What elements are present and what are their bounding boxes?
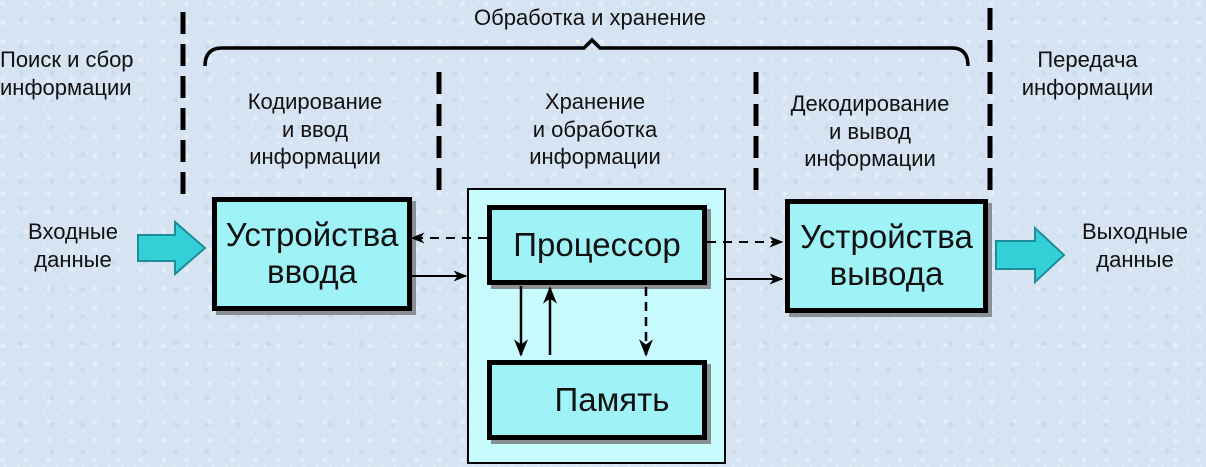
processor-label: Процессор <box>513 225 681 263</box>
input-devices-line-1: Устройства <box>225 216 399 254</box>
memory-block: Память <box>487 360 707 440</box>
output-data-line-2: данные <box>1096 246 1174 272</box>
stage-transfer-line-2: информации <box>1021 74 1154 100</box>
stage-store-line-3: информации <box>529 144 661 169</box>
processing-storage-label: Обработка и хранение <box>474 5 706 30</box>
stage-transfer-label: Передача информации <box>1000 46 1175 101</box>
input-data-label: Входные данные <box>8 218 138 273</box>
stage-decode-line-1: Декодирование <box>790 91 950 116</box>
stage-decode-line-3: информации <box>804 146 936 171</box>
stage-encode-label: Кодирование и ввод информации <box>215 88 415 171</box>
input-devices-block: Устройства ввода <box>212 197 412 311</box>
processing-storage-brace <box>203 37 970 67</box>
output-devices-line-1: Устройства <box>800 218 973 256</box>
stage-encode-line-2: и ввод <box>281 116 349 142</box>
output-data-label: Выходные данные <box>1065 218 1205 273</box>
memory-label: Память <box>554 380 670 418</box>
stage-search-line-1: Поиск и сбор <box>0 47 134 72</box>
stage-search-line-2: информации <box>0 74 132 100</box>
input-data-line-1: Входные <box>28 219 118 244</box>
output-devices-block: Устройства вывода <box>785 199 988 313</box>
stage-search-label: Поиск и сбор информации <box>0 46 175 101</box>
stage-encode-line-1: Кодирование <box>247 89 383 114</box>
stage-store-label: Хранение и обработка информации <box>495 88 695 171</box>
output-data-line-1: Выходные <box>1081 219 1189 244</box>
output-devices-line-2: вывода <box>829 255 944 292</box>
input-data-arrow <box>137 219 207 277</box>
stage-decode-label: Декодирование и вывод информации <box>765 90 975 173</box>
input-devices-line-2: ввода <box>267 253 357 290</box>
stage-decode-line-2: и вывод <box>829 118 911 144</box>
stage-transfer-line-1: Передача <box>1037 47 1138 72</box>
stage-encode-line-3: информации <box>249 144 381 169</box>
stage-store-line-1: Хранение <box>544 89 646 114</box>
output-data-arrow <box>995 225 1066 285</box>
input-data-line-2: данные <box>34 246 112 272</box>
processor-block: Процессор <box>487 205 707 285</box>
stage-store-line-2: и обработка <box>532 116 658 142</box>
